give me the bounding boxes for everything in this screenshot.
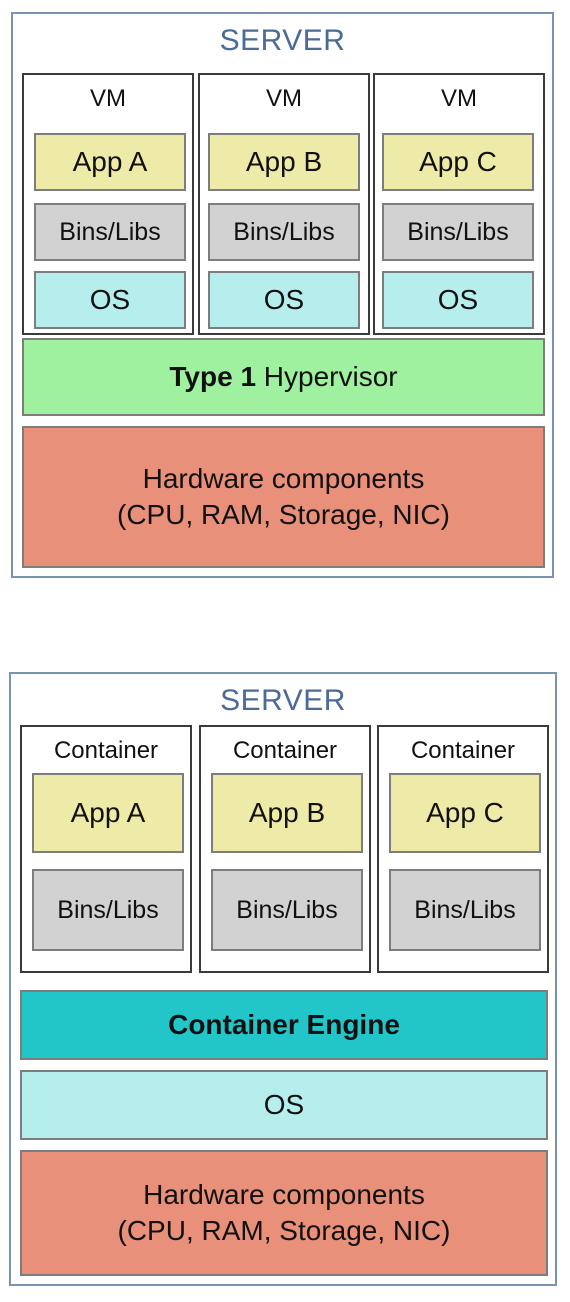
hypervisor-label: Hypervisor [256,361,398,392]
hardware-details: (CPU, RAM, Storage, NIC) [117,1215,451,1246]
vm-label: VM [266,85,302,112]
bins-libs-block: Bins/Libs [32,869,184,951]
vm-server-box: SERVER VM App A Bins/Libs OS VM App B Bi… [11,12,554,578]
host-os-layer: OS [20,1070,548,1140]
container-label: Container [53,737,159,764]
vm-label: VM [441,85,477,112]
guest-os-block: OS [34,271,186,329]
hardware-layer: Hardware components (CPU, RAM, Storage, … [20,1150,548,1276]
hardware-title: Hardware components [143,1179,425,1210]
hardware-details: (CPU, RAM, Storage, NIC) [117,499,450,530]
container-unit-b: Container App B Bins/Libs [199,725,371,973]
container-engine-layer: Container Engine [20,990,548,1060]
container-label: Container [410,737,516,764]
container-label: Container [232,737,338,764]
bins-libs-block: Bins/Libs [389,869,541,951]
hardware-layer: Hardware components (CPU, RAM, Storage, … [22,426,545,568]
app-a-block: App A [34,133,186,191]
bins-libs-block: Bins/Libs [382,203,534,261]
vm-server-label: SERVER [219,24,346,57]
bins-libs-block: Bins/Libs [211,869,363,951]
container-unit-c: Container App C Bins/Libs [377,725,549,973]
container-unit-a: Container App A Bins/Libs [20,725,192,973]
vm-label: VM [90,85,126,112]
app-a-block: App A [32,773,184,853]
vm-unit-b: VM App B Bins/Libs OS [198,73,370,335]
app-b-block: App B [208,133,360,191]
vm-unit-c: VM App C Bins/Libs OS [373,73,545,335]
hardware-title: Hardware components [142,463,425,494]
app-b-block: App B [211,773,363,853]
guest-os-block: OS [208,271,360,329]
container-server-box: SERVER Container App A Bins/Libs Contain… [9,672,557,1286]
hypervisor-type-label: Type 1 [169,361,257,392]
bins-libs-block: Bins/Libs [208,203,360,261]
app-c-block: App C [389,773,541,853]
guest-os-block: OS [382,271,534,329]
app-c-block: App C [382,133,534,191]
hypervisor-layer: Type 1 Hypervisor [22,338,545,416]
vm-unit-a: VM App A Bins/Libs OS [22,73,194,335]
bins-libs-block: Bins/Libs [34,203,186,261]
container-server-label: SERVER [220,684,346,717]
